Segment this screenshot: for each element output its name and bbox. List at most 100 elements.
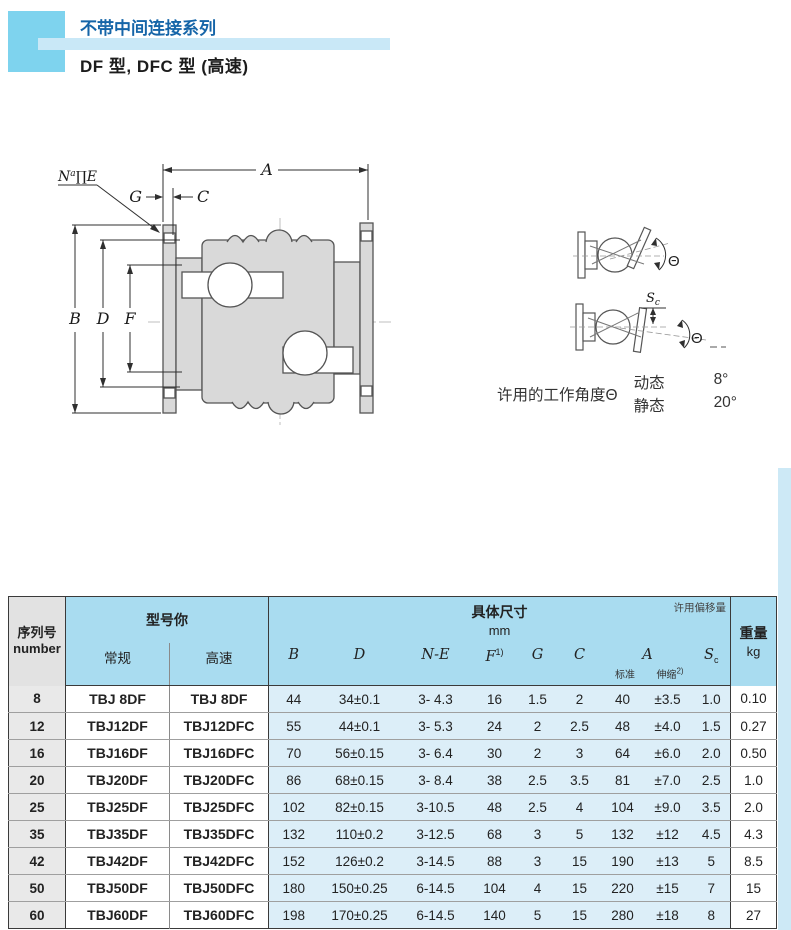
hole-count-note: Na∏E	[57, 169, 97, 185]
weight-cell: 27	[730, 901, 777, 929]
serial-cell: 50	[8, 874, 66, 902]
a-extended-cell: ±4.0	[642, 712, 693, 740]
c-cell: 15	[556, 847, 603, 875]
regular-model-cell: TBJ50DF	[65, 874, 170, 902]
table-row: 16 TBJ16DF TBJ16DFC 70 56±0.15 3- 6.4 30…	[8, 739, 777, 767]
c-cell: 3	[556, 739, 603, 767]
b-cell: 152	[268, 847, 319, 875]
serial-cell: 42	[8, 847, 66, 875]
right-edge-strip	[778, 468, 791, 930]
a-standard-sublabel: 标准	[615, 670, 635, 681]
b-cell: 102	[268, 793, 319, 821]
a-standard-cell: 280	[602, 901, 643, 929]
d-cell: 170±0.25	[318, 901, 401, 929]
f-cell: 38	[470, 766, 519, 794]
c-cell: 2	[556, 685, 603, 713]
spec-table: 序列号 number 型号你 许用偏移量 具体尺寸 mm 重量 kg 常规 高速…	[8, 596, 778, 929]
serial-cell: 25	[8, 793, 66, 821]
table-row: 50 TBJ50DF TBJ50DFC 180 150±0.25 6-14.5 …	[8, 874, 777, 902]
b-cell: 132	[268, 820, 319, 848]
highspeed-model-cell: TBJ16DFC	[169, 739, 269, 767]
ne-cell: 3- 6.4	[400, 739, 471, 767]
sc-cell: 2.5	[692, 766, 732, 794]
b-cell: 180	[268, 874, 319, 902]
ne-cell: 3- 5.3	[400, 712, 471, 740]
working-angle-caption: 许用的工作角度Θ 动态 8° 静态 20°	[497, 371, 737, 416]
d-cell: 68±0.15	[318, 766, 401, 794]
f-cell: 140	[470, 901, 519, 929]
c-cell: 3.5	[556, 766, 603, 794]
b-cell: 44	[268, 685, 319, 713]
c-cell: 15	[556, 874, 603, 902]
a-standard-cell: 132	[602, 820, 643, 848]
dim-label-c: C	[197, 187, 209, 206]
sc-cell: 8	[692, 901, 732, 929]
serial-cell: 35	[8, 820, 66, 848]
col-header-sc: Sc	[692, 643, 732, 686]
table-row: 20 TBJ20DF TBJ20DFC 86 68±0.15 3- 8.4 38…	[8, 766, 777, 794]
b-cell: 70	[268, 739, 319, 767]
regular-model-cell: TBJ35DF	[65, 820, 170, 848]
a-extended-cell: ±3.5	[642, 685, 693, 713]
table-row: 35 TBJ35DF TBJ35DFC 132 110±0.2 3-12.5 6…	[8, 820, 777, 848]
g-cell: 3	[518, 820, 557, 848]
weight-cell: 4.3	[730, 820, 777, 848]
highspeed-model-cell: TBJ42DFC	[169, 847, 269, 875]
highspeed-model-cell: TBJ50DFC	[169, 874, 269, 902]
sc-cell: 7	[692, 874, 732, 902]
angle-caption-text: 许用的工作角度Θ	[497, 386, 618, 404]
a-extended-cell: ±18	[642, 901, 693, 929]
col-header-a: A 标准 伸缩2)	[602, 643, 693, 686]
dim-label-b: B	[68, 309, 81, 328]
a-extended-cell: ±6.0	[642, 739, 693, 767]
coupling-cross-section-drawing: A Na∏E G C B D F	[57, 160, 392, 428]
ne-cell: 3-10.5	[400, 793, 471, 821]
ne-cell: 3-12.5	[400, 820, 471, 848]
serial-cell: 20	[8, 766, 66, 794]
static-angle-label: 静态	[633, 398, 665, 415]
serial-cell: 12	[8, 712, 66, 740]
col-header-weight: 重量 kg	[730, 596, 777, 686]
col-header-b: B	[268, 643, 319, 686]
regular-model-cell: TBJ12DF	[65, 712, 170, 740]
serial-cell: 8	[8, 685, 66, 713]
f-cell: 48	[470, 793, 519, 821]
table-row: 42 TBJ42DF TBJ42DFC 152 126±0.2 3-14.5 8…	[8, 847, 777, 875]
a-extended-cell: ±12	[642, 820, 693, 848]
series-title: 不带中间连接系列	[80, 19, 216, 38]
table-row: 12 TBJ12DF TBJ12DFC 55 44±0.1 3- 5.3 24 …	[8, 712, 777, 740]
dim-label-f: F	[123, 309, 136, 328]
dim-label-g: G	[129, 187, 142, 206]
a-standard-cell: 40	[602, 685, 643, 713]
a-standard-cell: 104	[602, 793, 643, 821]
highspeed-model-cell: TBJ25DFC	[169, 793, 269, 821]
c-cell: 4	[556, 793, 603, 821]
c-cell: 2.5	[556, 712, 603, 740]
offset-note: 许用偏移量	[673, 602, 727, 614]
col-header-highspeed: 高速	[169, 643, 269, 686]
g-cell: 2.5	[518, 766, 557, 794]
col-header-regular: 常规	[65, 643, 170, 686]
sc-cell: 4.5	[692, 820, 732, 848]
weight-cell: 0.10	[730, 685, 777, 713]
a-extended-cell: ±15	[642, 874, 693, 902]
angle-values: 动态 8° 静态 20°	[634, 371, 737, 416]
regular-model-cell: TBJ60DF	[65, 901, 170, 929]
d-cell: 110±0.2	[318, 820, 401, 848]
weight-cell: 0.27	[730, 712, 777, 740]
regular-model-cell: TBJ 8DF	[65, 685, 170, 713]
b-cell: 86	[268, 766, 319, 794]
f-cell: 24	[470, 712, 519, 740]
regular-model-cell: TBJ42DF	[65, 847, 170, 875]
static-angle-value: 20°	[713, 394, 738, 411]
highspeed-model-cell: TBJ60DFC	[169, 901, 269, 929]
col-header-f: F1)	[470, 643, 519, 686]
working-angle-diagram: Θ Sc Θ	[570, 226, 726, 353]
dynamic-angle-label: 动态	[633, 375, 665, 392]
dynamic-angle-value: 8°	[713, 371, 729, 388]
a-extended-cell: ±13	[642, 847, 693, 875]
c-cell: 15	[556, 901, 603, 929]
f-cell: 88	[470, 847, 519, 875]
f-cell: 104	[470, 874, 519, 902]
sc-cell: 5	[692, 847, 732, 875]
